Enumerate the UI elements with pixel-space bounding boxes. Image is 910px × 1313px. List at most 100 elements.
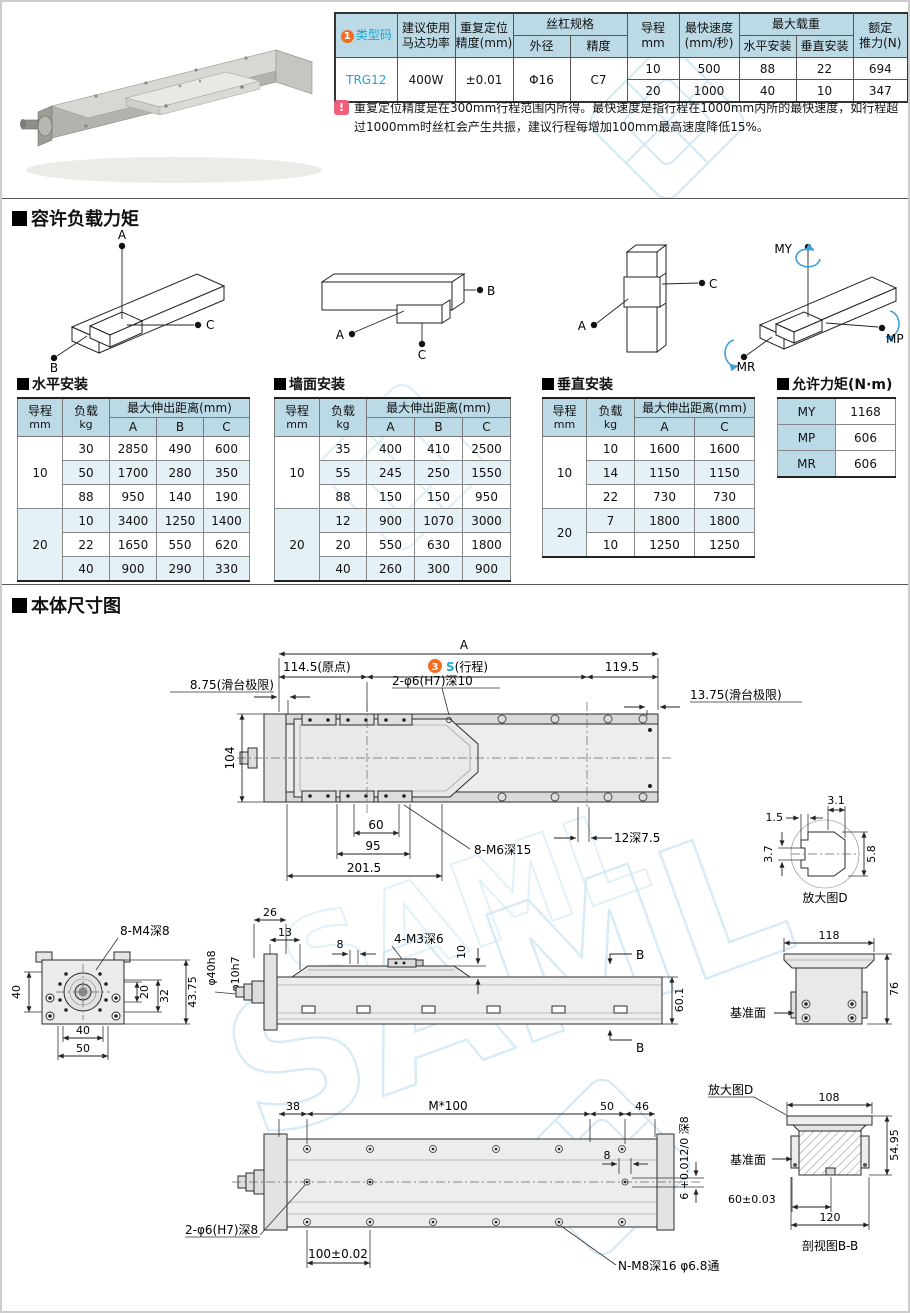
cell: 88 bbox=[62, 484, 110, 509]
dim-8-side: 8 bbox=[337, 938, 344, 951]
cell: 400 bbox=[366, 436, 415, 461]
moment-section-title: 容许负载力矩 bbox=[12, 205, 139, 231]
dim-5-8: 5.8 bbox=[865, 845, 878, 863]
dim-13: 13 bbox=[278, 926, 292, 939]
col-thrust: 额定推力(N) bbox=[852, 12, 908, 58]
diagram-wall: A B C bbox=[320, 273, 495, 362]
cell: 1150 bbox=[694, 460, 755, 485]
cell: 606 bbox=[835, 424, 896, 451]
cell: 10 bbox=[795, 79, 854, 103]
dim-201-5: 201.5 bbox=[347, 861, 381, 875]
cell: 630 bbox=[414, 532, 463, 557]
cell: 1400 bbox=[203, 508, 250, 533]
dim-nm8: N-M8深16 φ6.8通 bbox=[618, 1259, 719, 1273]
col-vert: 垂直安装 bbox=[795, 35, 854, 58]
cell: 20 bbox=[274, 508, 320, 582]
section-bullet bbox=[777, 378, 789, 390]
dim-76: 76 bbox=[888, 982, 901, 996]
label-b: B bbox=[487, 284, 495, 298]
label-c: C bbox=[206, 318, 214, 332]
cell: 1800 bbox=[634, 508, 695, 533]
dim-100-tol: 100±0.02 bbox=[308, 1247, 368, 1261]
cell: 1250 bbox=[156, 508, 204, 533]
cell-precision: ±0.01 bbox=[454, 57, 514, 103]
side-view: 8 4-M3深6 10 B B 60.1 bbox=[235, 932, 686, 1055]
cell-od: Φ16 bbox=[512, 57, 571, 103]
cell: 410 bbox=[414, 436, 463, 461]
dimension-drawing: A 114.5(原点) 3 S(行程) 119.5 8.75(滑台极限) 2-φ… bbox=[10, 638, 901, 1273]
cell: 1800 bbox=[694, 508, 755, 533]
label-mp: MP bbox=[886, 332, 904, 346]
cell: 300 bbox=[414, 556, 463, 582]
cell-my: MY bbox=[777, 397, 836, 425]
cell: 1070 bbox=[414, 508, 463, 533]
cell: 50 bbox=[62, 460, 110, 485]
cell: 500 bbox=[678, 57, 740, 80]
dim-m4: 8-M4深8 bbox=[120, 924, 170, 938]
cell: 140 bbox=[156, 484, 204, 509]
label-my: MY bbox=[774, 242, 792, 256]
cell: 35 bbox=[319, 436, 367, 461]
cell: 250 bbox=[414, 460, 463, 485]
cell: 10 bbox=[542, 436, 587, 509]
dim-38: 38 bbox=[286, 1100, 300, 1113]
label-a: A bbox=[578, 319, 587, 333]
cell: 22 bbox=[795, 57, 854, 80]
badge-3: 3 bbox=[432, 662, 439, 673]
cell: 1000 bbox=[678, 79, 740, 103]
dim-40-bottom: 40 bbox=[76, 1024, 90, 1037]
section-bullet bbox=[274, 378, 286, 390]
dim-50: 50 bbox=[76, 1042, 90, 1055]
col-reach: 最大伸出距离(mm) bbox=[366, 397, 511, 418]
section-bb-caption: 剖视图B-B bbox=[802, 1238, 858, 1253]
cell: 190 bbox=[203, 484, 250, 509]
cell: 1600 bbox=[694, 436, 755, 461]
cell: 1250 bbox=[634, 532, 695, 558]
cell: 7 bbox=[586, 508, 635, 533]
plan-view: A 114.5(原点) 3 S(行程) 119.5 8.75(滑台极限) 2-φ… bbox=[170, 638, 802, 881]
cell: 2500 bbox=[462, 436, 511, 461]
cell: 150 bbox=[366, 484, 415, 509]
cell: 280 bbox=[156, 460, 204, 485]
section-title-text: 容许负载力矩 bbox=[31, 209, 139, 230]
cell: 550 bbox=[366, 532, 415, 557]
cell: 550 bbox=[156, 532, 204, 557]
label-b: B bbox=[50, 361, 58, 372]
dim-slide-limit-right: 13.75(滑台极限) bbox=[690, 687, 782, 702]
col-max-speed: 最快速度(mm/秒) bbox=[678, 12, 740, 58]
cell: 55 bbox=[319, 460, 367, 485]
detail-d-caption: 放大图D bbox=[802, 890, 847, 905]
bottom-view: 38 M*100 50 46 6 +0.012/0 深8 8 2-φ6(H7)深… bbox=[185, 1099, 719, 1273]
dim-104: 104 bbox=[223, 747, 237, 770]
moment-diagrams: A C B A B C bbox=[50, 228, 904, 372]
cell: 40 bbox=[738, 79, 797, 103]
col-max-load: 最大载重 bbox=[738, 12, 854, 36]
label-a: A bbox=[118, 228, 127, 242]
dims-section-title: 本体尺寸图 bbox=[12, 592, 121, 618]
dim-43-75: 43.75 bbox=[186, 976, 199, 1008]
cell: 14 bbox=[586, 460, 635, 485]
note-text: 重复定位精度是在300mm行程范围内所得。最快速度是指行程在1000mm内所的最… bbox=[354, 101, 899, 134]
section-divider bbox=[2, 198, 908, 199]
table-title: 允许力矩(N·m) bbox=[777, 374, 896, 394]
cell: 245 bbox=[366, 460, 415, 485]
col-a: A bbox=[634, 417, 695, 437]
spec-row: 20 1000 40 10 347 bbox=[335, 79, 908, 103]
col-a: A bbox=[109, 417, 157, 437]
cell: 22 bbox=[62, 532, 110, 557]
table-title: 墙面安装 bbox=[274, 374, 511, 394]
col-reach: 最大伸出距离(mm) bbox=[634, 397, 755, 418]
dim-60-tol: 60±0.03 bbox=[728, 1193, 776, 1206]
